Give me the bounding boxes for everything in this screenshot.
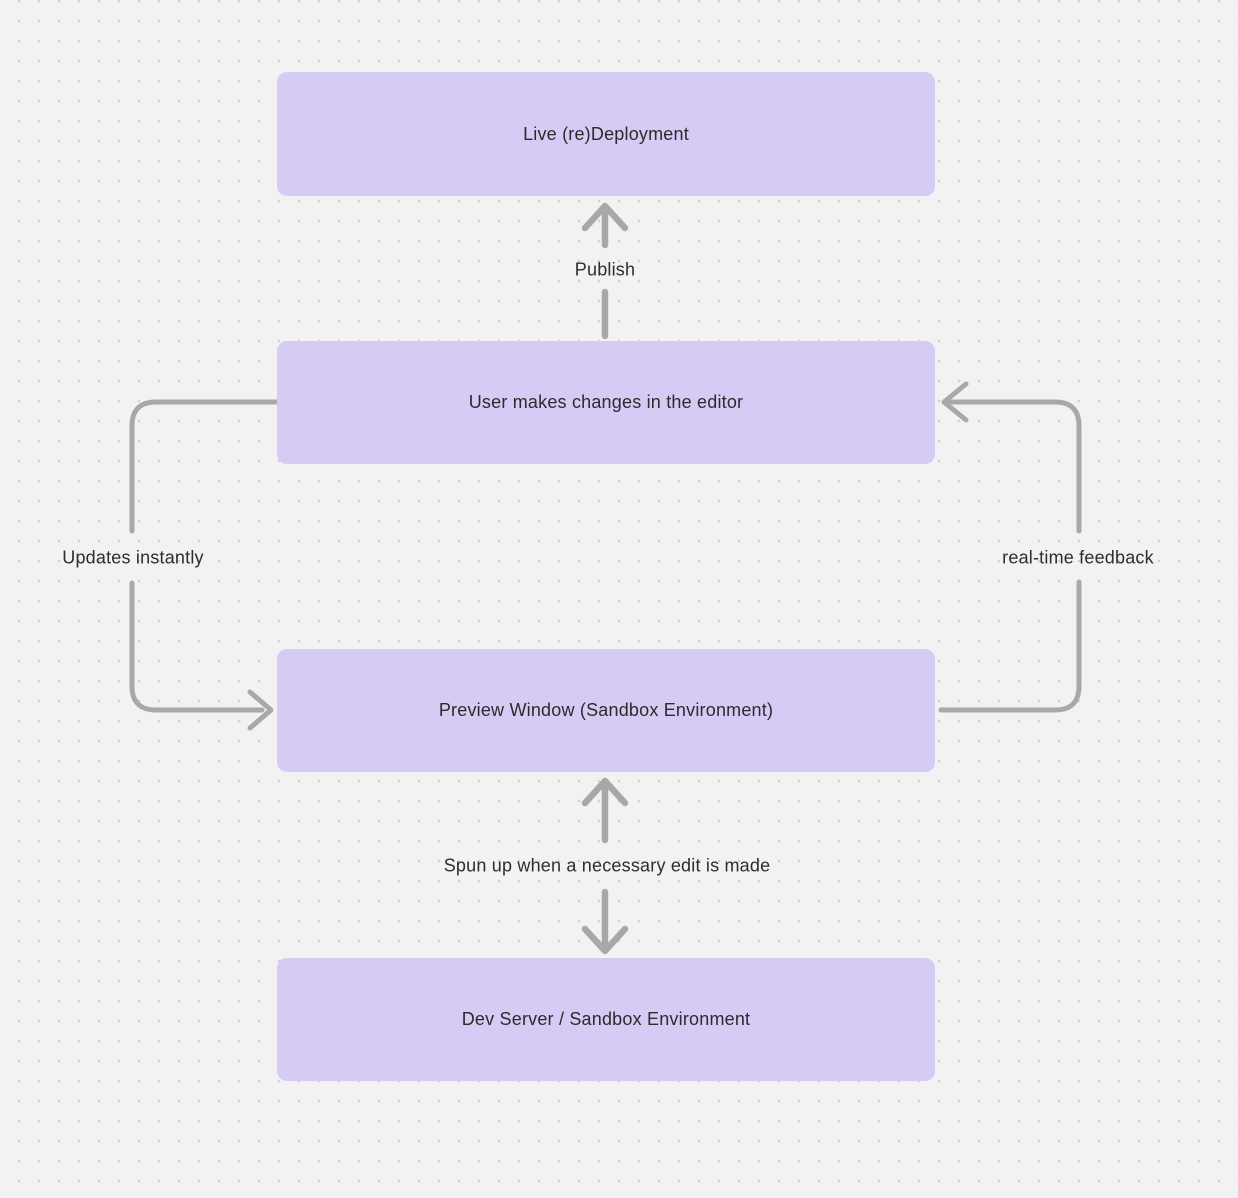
updates-arrow-segment-top [129,399,280,534]
feedback-arrow-segment-bottom [938,579,1082,713]
flow-node-dev-server[interactable]: Dev Server / Sandbox Environment [277,958,935,1081]
updates-arrow-segment-bottom [129,580,265,713]
spun-arrowhead-down-icon [581,925,629,955]
real-time-feedback-arrow [938,381,1082,713]
publish-arrow [581,202,629,340]
flow-node-user-editor[interactable]: User makes changes in the editor [277,341,935,464]
flow-node-live-deployment[interactable]: Live (re)Deployment [277,72,935,196]
flow-node-label: Dev Server / Sandbox Environment [461,1009,751,1029]
updates-arrowhead-right-icon [247,689,274,731]
edge-label-spun-up: Spun up when a necessary edit is made [443,855,771,876]
flow-node-label: Live (re)Deployment [523,123,689,144]
updates-instantly-arrow [129,399,280,731]
edge-label-updates-instantly: Updates instantly [62,547,204,568]
feedback-arrowhead-left-icon [941,381,969,423]
spun-arrowhead-up-icon [581,777,629,807]
flow-node-label: Preview Window (Sandbox Environment) [438,700,774,720]
flow-node-label: User makes changes in the editor [468,392,744,412]
edge-label-real-time-feedback: real-time feedback [1002,547,1154,568]
feedback-arrow-segment-top [947,399,1082,534]
flow-node-preview-window[interactable]: Preview Window (Sandbox Environment) [277,649,935,772]
spun-up-arrow [581,777,629,955]
edge-label-publish: Publish [574,259,636,280]
publish-arrowhead-up-icon [581,202,629,232]
